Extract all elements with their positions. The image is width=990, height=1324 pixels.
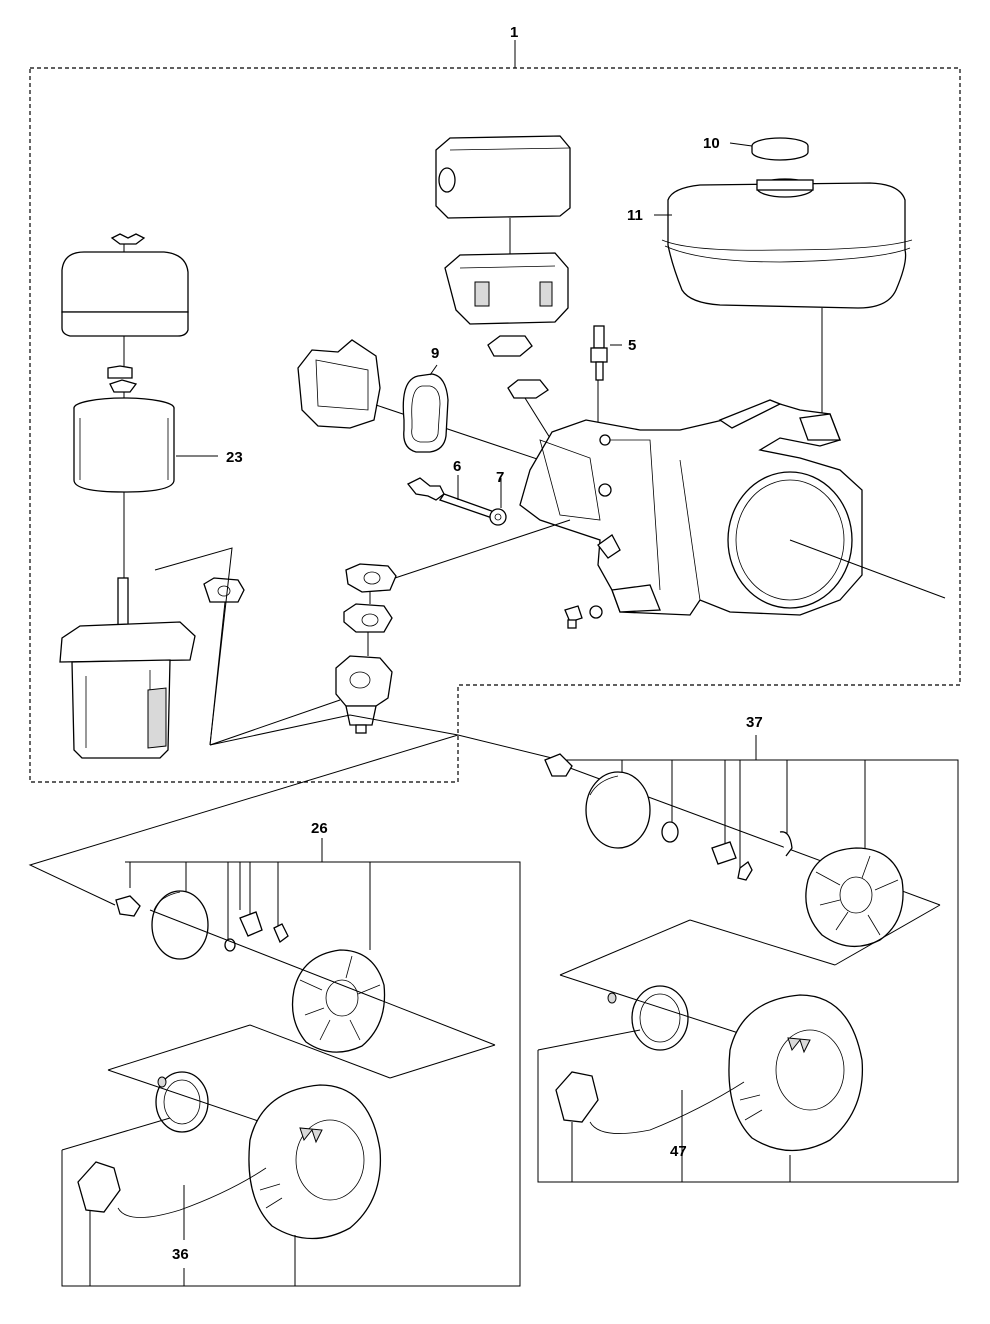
starter-housing-36 bbox=[248, 1084, 382, 1240]
callout-7: 7 bbox=[496, 469, 504, 486]
air-filter-cover bbox=[61, 233, 189, 366]
fuel-cap bbox=[751, 137, 809, 161]
dipstick-washer bbox=[489, 478, 507, 526]
starter-handle-36 bbox=[61, 1117, 296, 1286]
callout-6: 6 bbox=[453, 458, 461, 475]
muffler bbox=[444, 252, 571, 471]
recoil-spring-47 bbox=[559, 974, 761, 1051]
recoil-starter-group-37 bbox=[209, 714, 959, 1183]
callout-10: 10 bbox=[703, 135, 720, 152]
air-filter-base bbox=[59, 547, 245, 759]
callout-37: 37 bbox=[746, 714, 763, 731]
starter-handle-47 bbox=[537, 1029, 791, 1182]
recoil-starter-group-26 bbox=[28, 734, 521, 1287]
carburetor bbox=[209, 592, 393, 746]
callout-26: 26 bbox=[311, 820, 328, 837]
engine-assembly-boundary bbox=[29, 40, 961, 783]
air-filter-wing-nut bbox=[107, 365, 138, 402]
drain-bolt bbox=[564, 605, 603, 629]
engine-block bbox=[519, 399, 946, 616]
air-filter-element bbox=[73, 397, 218, 578]
callout-labels: 1 10 11 9 5 23 6 7 37 26 47 36 bbox=[172, 24, 763, 1263]
fuel-tank bbox=[661, 178, 913, 435]
callout-1: 1 bbox=[510, 24, 518, 41]
valve-cover-gasket bbox=[402, 373, 449, 453]
muffler-cover bbox=[435, 135, 571, 258]
recoil-spring-36 bbox=[107, 1069, 271, 1133]
callout-5: 5 bbox=[628, 337, 636, 354]
callout-36: 36 bbox=[172, 1246, 189, 1263]
carburetor-gasket-upper bbox=[345, 519, 571, 593]
oil-dipstick bbox=[406, 475, 501, 521]
carburetor-insulator bbox=[343, 603, 393, 633]
callout-9: 9 bbox=[431, 345, 439, 362]
callout-47: 47 bbox=[670, 1143, 687, 1160]
callout-leaders bbox=[429, 142, 753, 376]
callout-11: 11 bbox=[627, 207, 643, 224]
starter-housing-47 bbox=[728, 994, 864, 1152]
spark-plug bbox=[590, 325, 622, 430]
callout-23: 23 bbox=[226, 449, 243, 466]
